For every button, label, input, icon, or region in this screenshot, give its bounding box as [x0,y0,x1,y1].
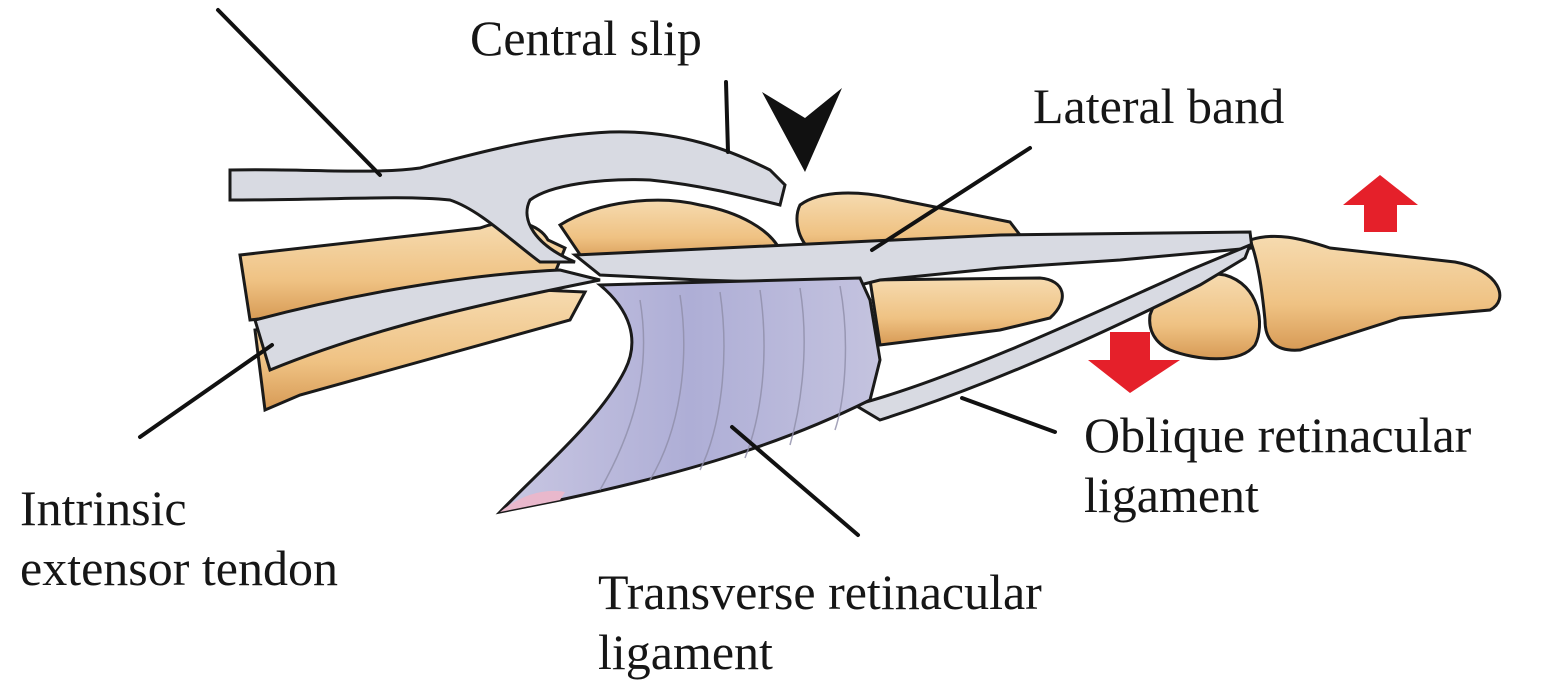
label-transverse-line1: Transverse retinacular [598,562,1042,622]
label-oblique-line2: ligament [1084,465,1471,525]
distal-phalanx-bone [1250,236,1500,350]
leader-oblique [962,398,1055,432]
leader-intrinsic [140,345,272,437]
label-transverse-retinacular-ligament: Transverse retinacular ligament [598,562,1042,682]
label-oblique-line1: Oblique retinacular [1084,405,1471,465]
red-arrow-up-icon [1343,175,1418,232]
label-lateral-band: Lateral band [1033,76,1284,136]
leader-top-left [218,10,380,175]
leader-central-slip [726,82,728,152]
leader-transverse [732,427,858,535]
label-central-slip: Central slip [470,8,702,68]
black-arrowhead-icon [762,88,842,172]
label-transverse-line2: ligament [598,622,1042,682]
label-intrinsic-line1: Intrinsic [20,478,338,538]
label-oblique-retinacular-ligament: Oblique retinacular ligament [1084,405,1471,525]
label-intrinsic-extensor-tendon: Intrinsic extensor tendon [20,478,338,598]
label-intrinsic-line2: extensor tendon [20,538,338,598]
middle-phalanx-shaft [870,278,1062,345]
